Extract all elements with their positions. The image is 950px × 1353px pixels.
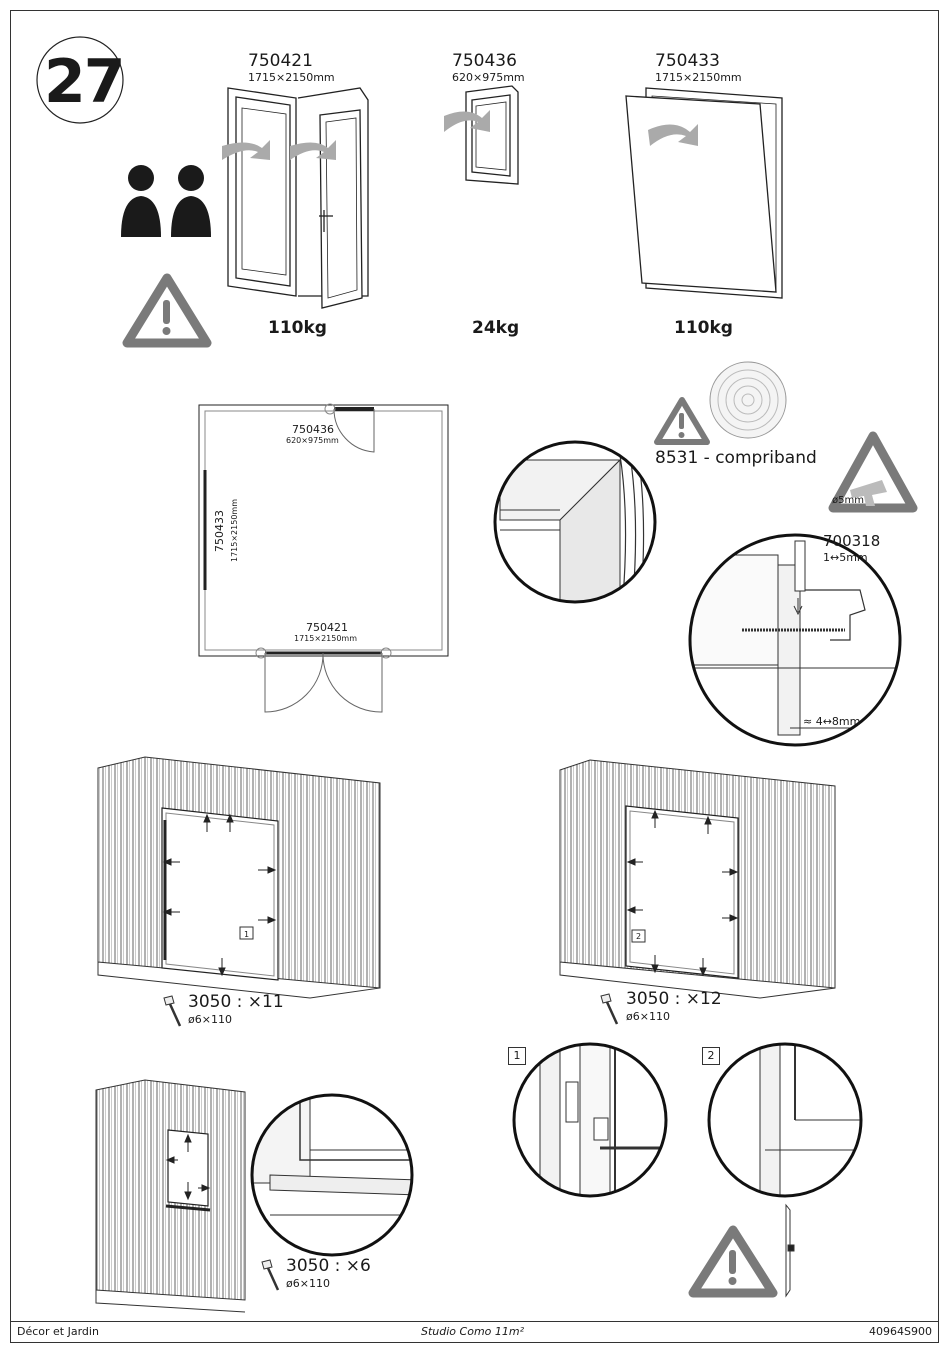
screw-size: ø6×110 xyxy=(188,1014,232,1025)
product-weight: 110kg xyxy=(268,320,327,337)
product-size: 620×975mm xyxy=(452,72,525,83)
double-door-drawing xyxy=(228,88,368,308)
screw-size: ø6×110 xyxy=(626,1011,670,1022)
product-code: 750433 xyxy=(655,53,720,70)
footer-brand: Décor et Jardin xyxy=(17,1325,99,1338)
screw-quantity: 3050 : ×12 xyxy=(626,991,722,1008)
compriband-roll-icon xyxy=(710,362,786,438)
fixing-gap: ≈ 4↔8mm xyxy=(803,716,860,727)
drill-size-label: ø5mm xyxy=(832,496,864,506)
elevation-side-wall xyxy=(560,760,835,998)
screw-icon xyxy=(164,996,180,1026)
fixing-code: 700318 xyxy=(823,534,880,549)
screw-size: ø6×110 xyxy=(286,1278,330,1289)
footer-product: Studio Como 11m² xyxy=(421,1325,524,1338)
plan-door-code: 750421 xyxy=(306,622,348,633)
fixing-range: 1↔5mm xyxy=(823,552,868,563)
profile-section xyxy=(786,1205,794,1296)
screw-quantity: 3050 : ×6 xyxy=(286,1258,371,1275)
detail-label-1: 1 xyxy=(508,1047,526,1065)
screw-icon xyxy=(601,994,617,1024)
warning-icon xyxy=(657,400,707,442)
product-size: 1715×2150mm xyxy=(655,72,742,83)
product-weight: 110kg xyxy=(674,320,733,337)
compriband-label: 8531 - compriband xyxy=(655,450,817,467)
elevation-window-wall xyxy=(96,1080,245,1312)
plan-side-size: 1715×2150mm xyxy=(231,499,239,562)
product-code: 750421 xyxy=(248,53,313,70)
screw-icon xyxy=(262,1260,278,1290)
fixed-glazing-drawing xyxy=(626,88,782,298)
product-weight: 24kg xyxy=(472,320,519,337)
elevation-door-wall xyxy=(98,757,380,998)
handling-arrow-icon xyxy=(222,140,336,160)
warning-icon xyxy=(127,278,207,343)
plan-door-size: 1715×2150mm xyxy=(294,635,357,643)
product-size: 1715×2150mm xyxy=(248,72,335,83)
product-code: 750436 xyxy=(452,53,517,70)
detail-ref-1: 1 xyxy=(244,931,249,939)
window-drawing xyxy=(466,86,518,184)
warning-icon xyxy=(693,1230,773,1293)
compriband-detail xyxy=(495,442,655,610)
footer: Décor et Jardin Studio Como 11m² 40964S9… xyxy=(10,1322,939,1343)
two-persons-icon xyxy=(121,165,211,237)
handling-arrow-icon xyxy=(444,110,490,132)
plan-window-size: 620×975mm xyxy=(286,437,339,445)
detail-label-2: 2 xyxy=(702,1047,720,1065)
screw-quantity: 3050 : ×11 xyxy=(188,994,284,1011)
detail-ref-2: 2 xyxy=(636,933,641,941)
plan-side-code: 750433 xyxy=(214,510,225,552)
footer-reference: 40964S900 xyxy=(869,1325,932,1338)
step-number: 27 xyxy=(44,52,124,112)
plan-window-code: 750436 xyxy=(292,424,334,435)
